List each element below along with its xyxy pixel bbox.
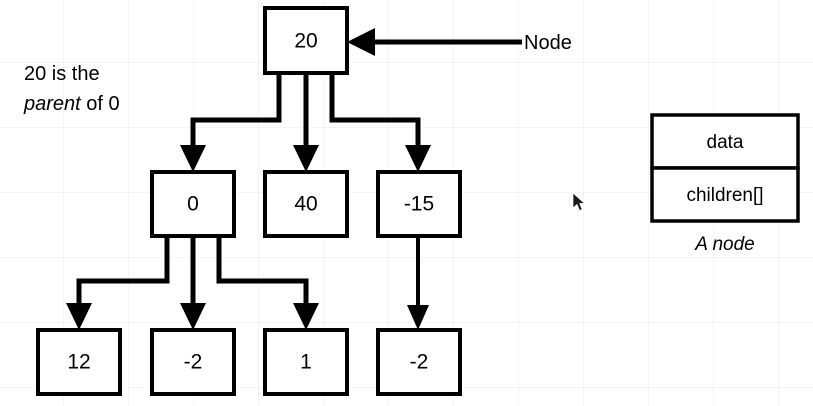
tree-node-neg15[interactable]: -15	[376, 170, 462, 238]
parent-note: 20 is the parent of 0	[23, 63, 120, 115]
edge-20-to-0	[190, 73, 282, 151]
node-box-neg2-a[interactable]	[150, 328, 236, 396]
arrow-head-0-to-1	[293, 303, 319, 330]
node-box-12[interactable]	[36, 328, 122, 396]
arrow-head-20-to-0	[180, 145, 206, 172]
node-label-root: 20	[294, 30, 317, 53]
node-callout-label: Node	[524, 32, 572, 54]
edge-0-to-12	[76, 236, 170, 310]
arrow-head-20-to-15	[405, 145, 431, 172]
edge-group-neg15-child	[407, 236, 429, 330]
node-box-1[interactable]	[263, 328, 349, 396]
tree-node-neg2-b[interactable]: -2	[376, 328, 462, 396]
tree-level-2: 0 40 -15	[150, 170, 462, 238]
edge-group-zero-children	[66, 236, 319, 330]
node-label-12: 12	[67, 351, 90, 374]
edge-0-to-1	[216, 236, 309, 310]
legend-row-children-box	[650, 166, 800, 223]
node-label-neg2-b: -2	[410, 351, 429, 374]
node-legend: data children[] A node	[650, 113, 800, 255]
tree-node-1[interactable]: 1	[263, 328, 349, 396]
node-box-neg2-b[interactable]	[376, 328, 462, 396]
parent-note-line-2: parent of 0	[23, 93, 120, 115]
arrow-head-neg15-to-neg2	[407, 305, 429, 330]
node-label-neg2-a: -2	[184, 351, 203, 374]
node-label-neg15: -15	[404, 193, 434, 216]
node-label-0: 0	[187, 193, 199, 216]
node-box-neg15[interactable]	[376, 170, 462, 238]
parent-note-emphasis: parent	[23, 93, 82, 115]
node-box-root[interactable]	[263, 6, 349, 75]
arrow-head-0-to-neg2	[180, 303, 206, 330]
tree-node-root[interactable]: 20	[263, 6, 349, 75]
edge-20-to-15	[329, 73, 421, 151]
tree-node-40[interactable]: 40	[263, 170, 349, 238]
legend-caption: A node	[694, 234, 755, 255]
arrow-head-20-to-40	[293, 145, 319, 172]
tree-node-neg2-a[interactable]: -2	[150, 328, 236, 396]
node-box-0[interactable]	[150, 170, 236, 238]
callout-arrow-head	[347, 28, 375, 56]
node-callout: Node	[347, 28, 572, 56]
node-label-1: 1	[300, 351, 312, 374]
parent-note-tail: of 0	[81, 93, 120, 115]
edge-group-root-children	[180, 73, 431, 172]
tree-node-0[interactable]: 0	[150, 170, 236, 238]
tree-level-3: 12 -2 1 -2	[36, 328, 462, 396]
node-box-40[interactable]	[263, 170, 349, 238]
parent-note-line-1: 20 is the	[24, 63, 100, 85]
legend-row-children-label: children[]	[686, 185, 763, 206]
arrow-head-0-to-12	[66, 303, 92, 330]
node-label-40: 40	[294, 193, 317, 216]
legend-row-data-label: data	[707, 132, 744, 153]
tree-node-12[interactable]: 12	[36, 328, 122, 396]
